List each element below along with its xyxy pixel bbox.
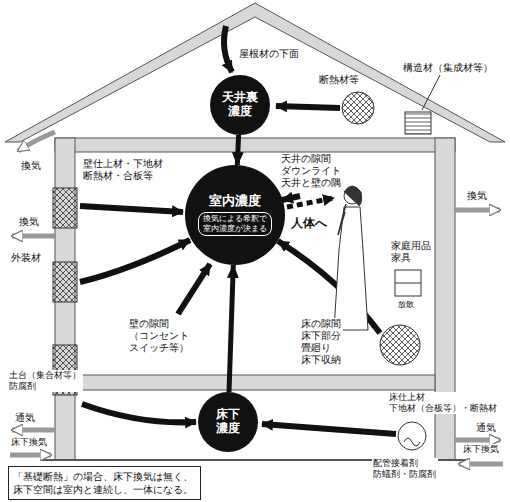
part-label: 床下換気 [10,437,48,448]
part-label: 換気 [20,160,42,172]
arm [338,204,346,235]
furniture [395,270,421,296]
leader-line [422,75,440,110]
part-label: 家庭用品 家具 [390,240,433,264]
part-label: 床仕上材 下地材（合板等）・断熱材 [388,392,499,414]
node-title: 床下濃度 [216,408,241,436]
ceiling-band [55,138,455,152]
ventilation-arrows [10,132,503,464]
concentration-circle: 天井裏濃度 [210,75,270,135]
furniture-icon [395,270,421,296]
flow-arrow [229,265,233,392]
vent-arrow [18,132,55,151]
note-box: 「基礎断熱」の場合、床下換気は無く、床下空間は室内と連続し、一体になる。 [8,466,201,500]
insulation-inset [342,92,374,124]
emission-wave [404,438,420,446]
wall-insulation [53,188,77,228]
pipe-inset [398,422,426,450]
vent-arrow [455,208,500,213]
floor-band [75,375,435,390]
part-label: 壁仕上材・下地材 断熱材・合板等 [82,158,165,182]
woman-figure [334,186,368,330]
part-label: 天井の隙間 ダウンライト 天井と壁の隅 [280,153,343,189]
part-label: 外装材 [10,252,42,264]
emission-arrows [80,26,396,434]
part-label: 配管接着剤 防蟻剤・防腐剤 [372,458,438,480]
flow-arrow [237,135,238,165]
part-label: 土台（集合材等） 防腐剤 [8,370,83,392]
part-label: 通気 [475,422,497,434]
body [334,207,368,330]
emission-arrow [80,206,183,212]
to-human-arrow [287,198,334,207]
node-title: 天井裏濃度 [222,91,259,119]
part-label: 放散 [397,300,415,310]
part-label: 床の隙間 床下部分 畳廻り 床下収納 [300,318,343,366]
hair [344,186,362,206]
part-label: 床下換気 [462,444,500,455]
emission-arrow [178,264,210,314]
drawer-line [395,283,421,284]
node-title: 「基礎断熱」の場合、床下換気は無く、床下空間は室内と連続し、一体になる。 [13,470,196,496]
vent-arrow [12,428,55,433]
emission-arrow [224,26,232,72]
vent-arrow [455,438,500,443]
vent-arrow [459,462,503,467]
node-title: 室内濃度 [209,194,261,209]
part-label: 構造材（集成材等） [402,62,494,74]
emission-arrow [82,404,196,422]
part-label: 換気 [466,190,488,202]
floor-material-inset [380,325,420,365]
vent-arrow [10,453,51,458]
part-label: 換気 [18,216,40,228]
concentration-circle: 床下濃度 [198,392,258,452]
part-label: 壁の隙間 （コンセント スイッチ等） [128,318,191,354]
part-label: 通気 [14,412,36,424]
part-label: 屋根材の下面 [238,48,300,60]
concentration-circle: 室内濃度換気による希釈で室内濃度が決まる [185,165,285,265]
laminated-wood [405,112,431,134]
emission-arrow [282,196,300,200]
vent-arrow [12,234,55,239]
part-label: 人体へ [290,216,328,230]
emission-arrow [262,424,396,434]
emission-arrow [276,106,340,108]
node-subtext: 換気による希釈で室内濃度が決まる [198,212,272,235]
roof [5,3,505,142]
emission-arrow [80,240,190,282]
exterior-material [53,262,77,302]
part-label: 断熱材等 [318,74,360,86]
